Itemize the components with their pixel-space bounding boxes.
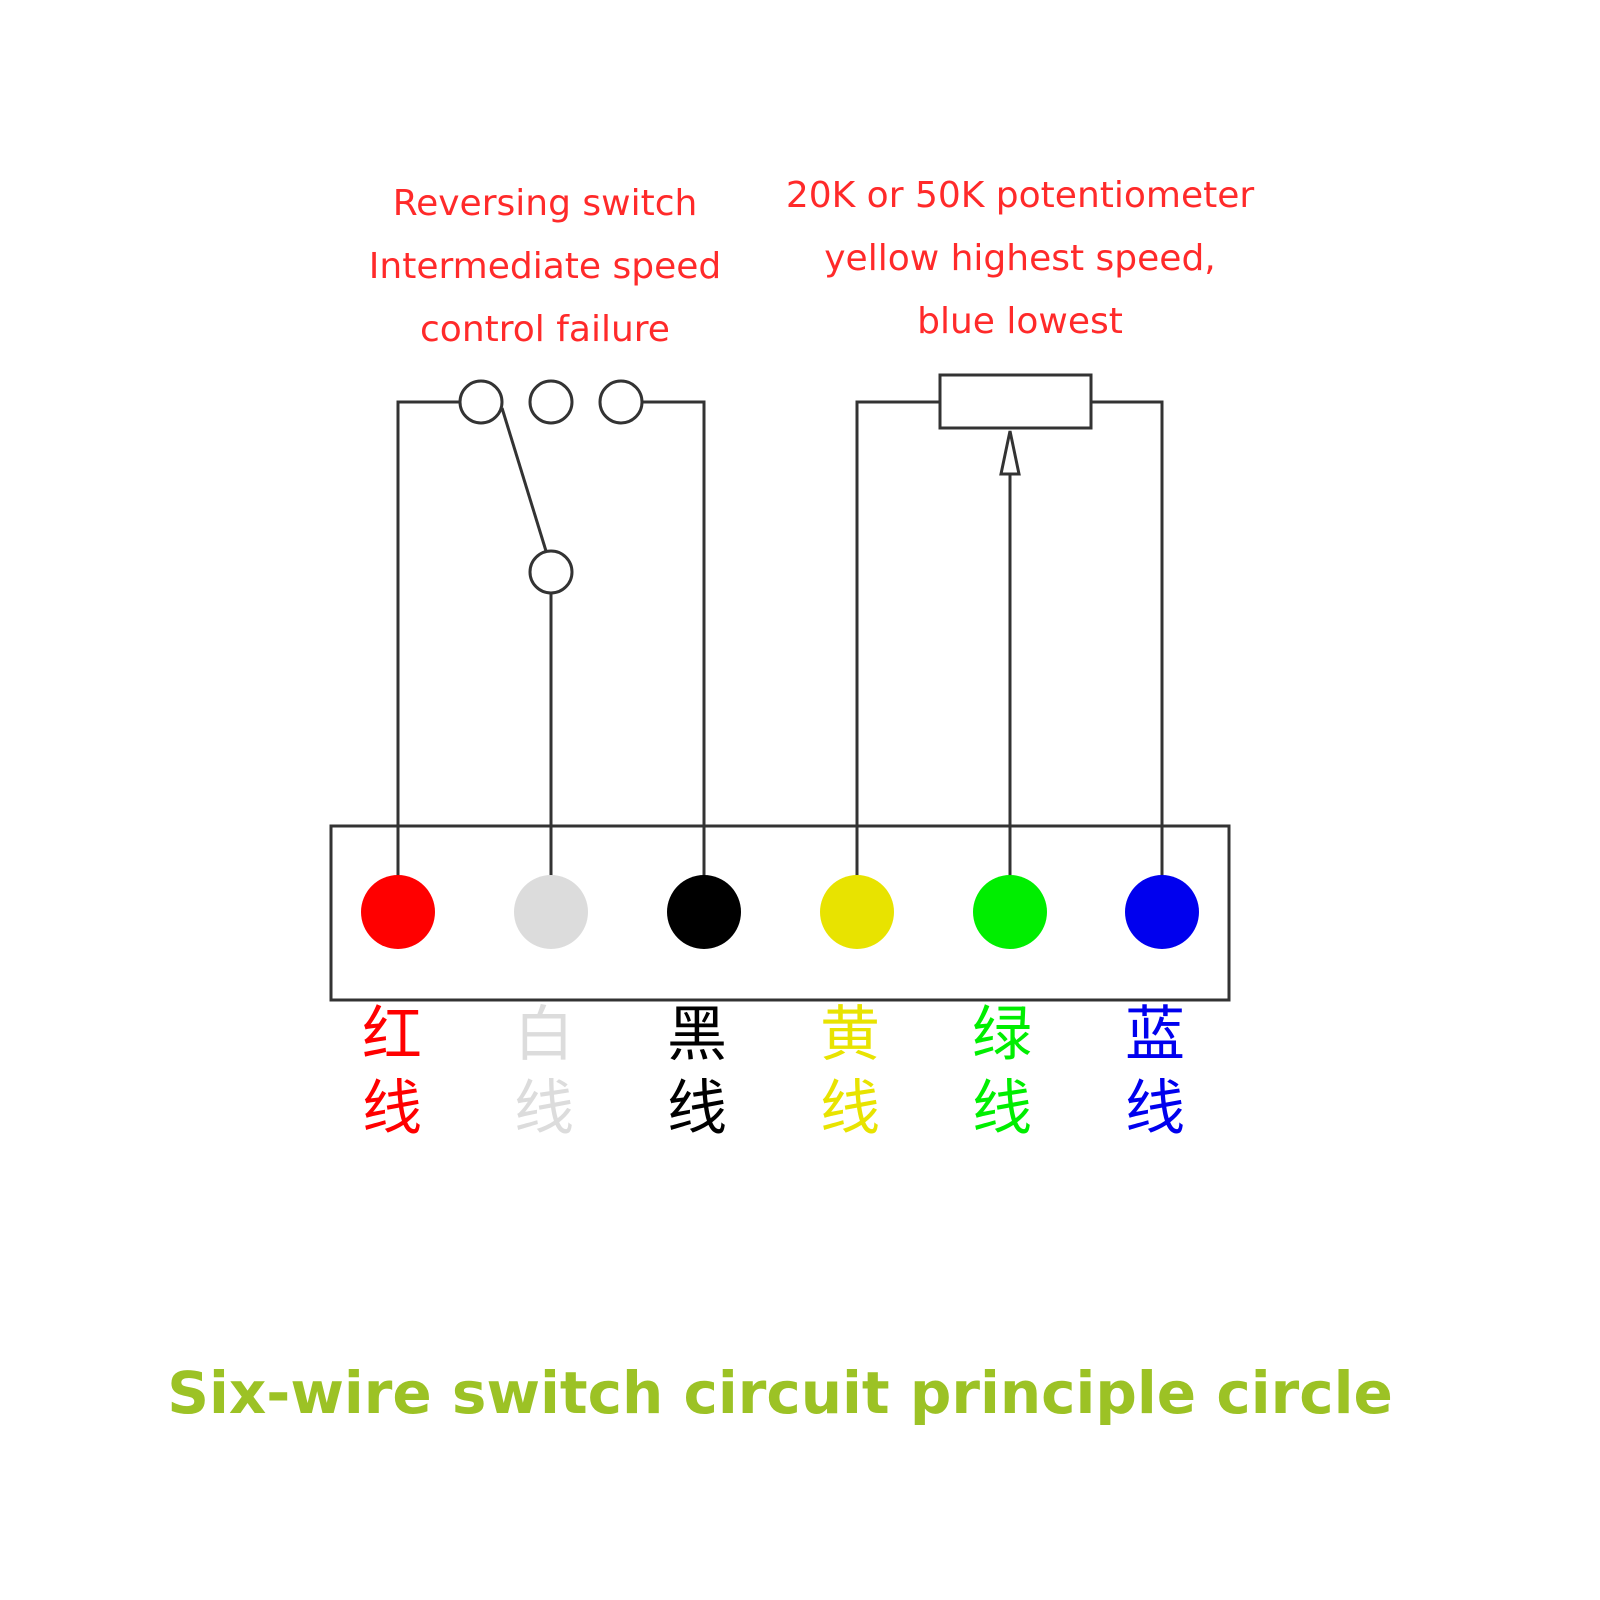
wire-label-top: 红 [362,1000,422,1070]
wire-label-top: 绿 [972,1000,1032,1070]
switch-contact-forward [458,379,504,425]
blue-wire-line [1091,400,1164,880]
potentiometer-note: 20K or 50K potentiometer yellow highest … [770,164,1270,353]
potentiometer-wiper-arrow [999,430,1021,476]
wire-label-yellow: 黄 线 [810,998,890,1146]
switch-note: Reversing switch Intermediate speed cont… [345,172,745,361]
terminal-blue [1125,875,1199,949]
wire-label-top: 蓝 [1125,1000,1185,1070]
red-wire-line [396,400,460,880]
potentiometer-body [938,373,1093,430]
wire-label-white: 白 线 [504,998,584,1146]
switch-note-line: control failure [420,309,670,350]
wire-label-bottom: 线 [362,1074,422,1144]
diagram-caption: Six-wire switch circuit principle circle [167,1359,1393,1427]
terminal-red [361,875,435,949]
wire-label-bottom: 线 [972,1074,1032,1144]
wire-label-red: 红 线 [352,998,432,1146]
terminal-yellow [820,875,894,949]
wire-label-top: 白 [514,1000,574,1070]
potentiometer-note-line: 20K or 50K potentiometer [785,175,1255,216]
switch-contact-reverse [598,379,644,425]
wire-label-green: 绿 线 [962,998,1042,1146]
wire-label-top: 黄 [820,1000,880,1070]
switch-contact-middle [528,379,574,425]
switch-lever [500,407,548,552]
yellow-wire-line [855,400,940,880]
potentiometer-note-line: yellow highest speed, [824,238,1216,279]
switch-common-contact [528,549,574,595]
wire-label-blue: 蓝 线 [1115,998,1195,1146]
wire-label-bottom: 线 [820,1074,880,1144]
wire-label-bottom: 线 [514,1074,574,1144]
potentiometer-note-line: blue lowest [917,301,1123,342]
switch-note-line: Intermediate speed [368,246,722,287]
black-wire-line [642,400,706,880]
connector-housing [329,824,1231,1002]
terminal-white [514,875,588,949]
wire-label-top: 黑 [667,1000,727,1070]
terminal-black [667,875,741,949]
wire-label-black: 黑 线 [657,998,737,1146]
wire-label-bottom: 线 [667,1074,727,1144]
switch-note-line: Reversing switch [392,183,698,224]
wire-label-bottom: 线 [1125,1074,1185,1144]
terminal-green [973,875,1047,949]
